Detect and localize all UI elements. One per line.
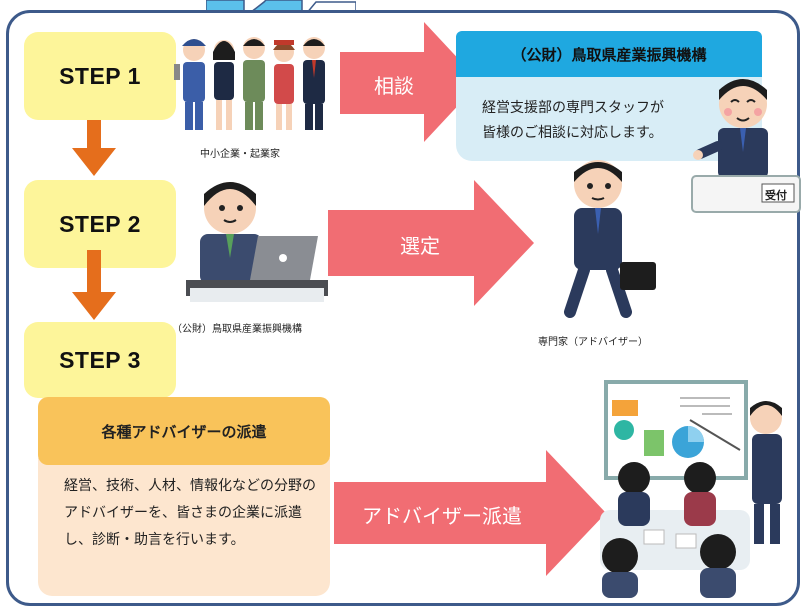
desk-sign: 受付 [765, 189, 787, 202]
advisor-box-text: 経営、技術、人材、情報化などの分野のアドバイザーを、皆さまの企業に派遣し、診断・… [64, 478, 316, 548]
org-caption: （公財）鳥取県産業振興機構 [172, 324, 302, 335]
down-arrow-1 [72, 120, 116, 176]
step-1-box: STEP 1 [24, 32, 176, 120]
step-3-box: STEP 3 [24, 322, 176, 398]
expert-advisor-illustration [564, 160, 656, 318]
advisor-box-title: 各種アドバイザーの派遣 [38, 397, 330, 465]
meeting-presentation-illustration [600, 380, 782, 598]
step-1-label: STEP 1 [59, 62, 141, 89]
down-arrow-2 [72, 250, 116, 320]
org-box-line-2: 皆様のご相談に対応します。 [482, 125, 663, 141]
expert-caption: 専門家（アドバイザー） [538, 337, 648, 348]
org-box-line-1: 経営支援部の専門スタッフが [482, 100, 664, 116]
consult-arrow [340, 22, 480, 142]
smes-caption: 中小企業・起業家 [200, 149, 280, 160]
select-arrow-label: 選定 [400, 233, 440, 258]
select-arrow [328, 180, 534, 306]
step-2-label: STEP 2 [59, 210, 141, 237]
org-staff-laptop-illustration [186, 182, 328, 302]
org-box-title: （公財）鳥取県産業振興機構 [456, 31, 762, 77]
step-3-label: STEP 3 [59, 346, 141, 373]
smes-people-illustration [174, 37, 325, 130]
consult-arrow-label: 相談 [374, 73, 414, 98]
dispatch-arrow [334, 450, 606, 576]
reception-staff-illustration [691, 79, 801, 213]
advisor-box-body [38, 458, 330, 596]
dispatch-arrow-label: アドバイザー派遣 [362, 503, 522, 528]
org-box-text: 経営支援部の専門スタッフが 皆様のご相談に対応します。 [482, 96, 664, 146]
